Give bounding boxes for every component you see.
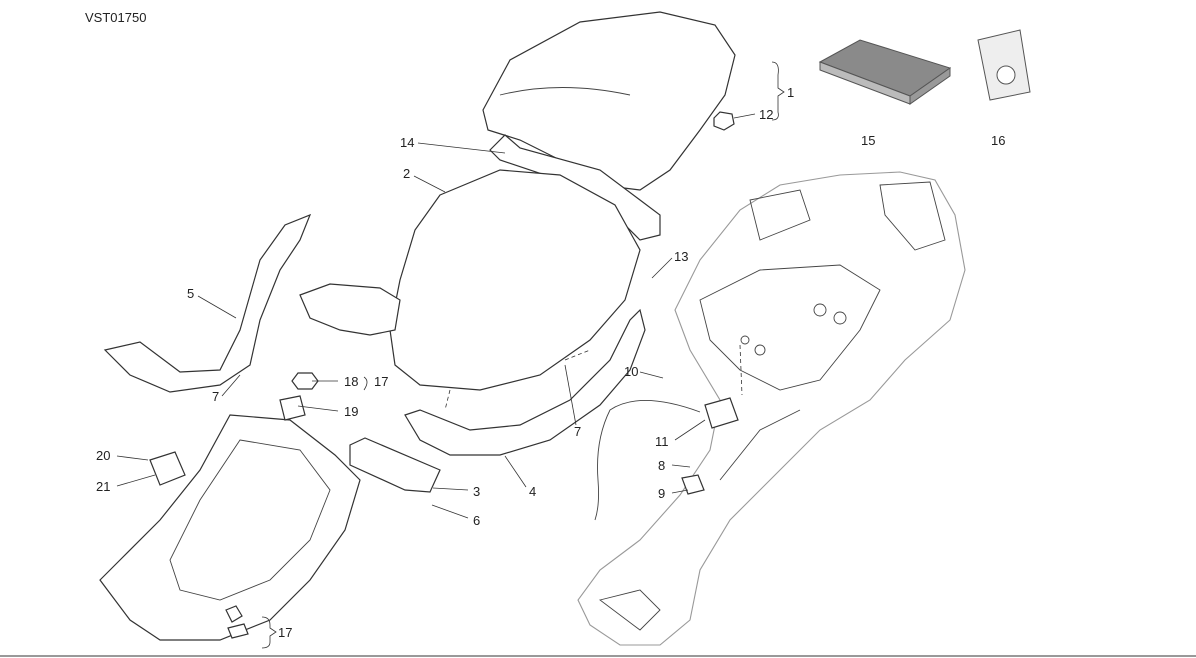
callout-3: 3 (473, 484, 480, 499)
callout-13: 13 (674, 249, 688, 264)
owner-manual (818, 39, 952, 105)
callout-17-top: 17 (374, 374, 388, 389)
seat-hook (299, 283, 401, 336)
callout-2: 2 (403, 166, 410, 181)
callout-12: 12 (759, 107, 773, 122)
callout-1: 1 (787, 85, 794, 100)
seat-bracket (349, 437, 441, 493)
callout-7-left: 7 (212, 389, 219, 404)
callout-19: 19 (344, 404, 358, 419)
callout-16: 16 (991, 133, 1005, 148)
callout-21: 21 (96, 479, 110, 494)
callout-20: 20 (96, 448, 110, 463)
undertray (99, 372, 361, 641)
diagram-code: VST01750 (85, 10, 146, 25)
callout-17-bottom: 17 (278, 625, 292, 640)
rear-subframe (577, 171, 966, 646)
callout-11: 11 (655, 434, 669, 449)
leader-lines (0, 61, 1196, 657)
callout-14: 14 (400, 135, 414, 150)
callout-7-right: 7 (574, 424, 581, 439)
callout-15: 15 (861, 133, 875, 148)
callout-5: 5 (187, 286, 194, 301)
callout-10: 10 (624, 364, 638, 379)
callout-6: 6 (473, 513, 480, 528)
rider-seat (482, 11, 736, 191)
side-handle (103, 213, 312, 393)
callout-9: 9 (658, 486, 665, 501)
callout-18: 18 (344, 374, 358, 389)
passenger-seat-pad (389, 169, 641, 391)
rubber-pad (681, 474, 705, 495)
tool-bag (977, 29, 1031, 101)
seat-release-cable (594, 400, 701, 521)
callout-4: 4 (529, 484, 536, 499)
seat-lock (704, 397, 739, 429)
key (227, 623, 249, 639)
callout-8: 8 (658, 458, 665, 473)
grab-handle (404, 308, 646, 456)
